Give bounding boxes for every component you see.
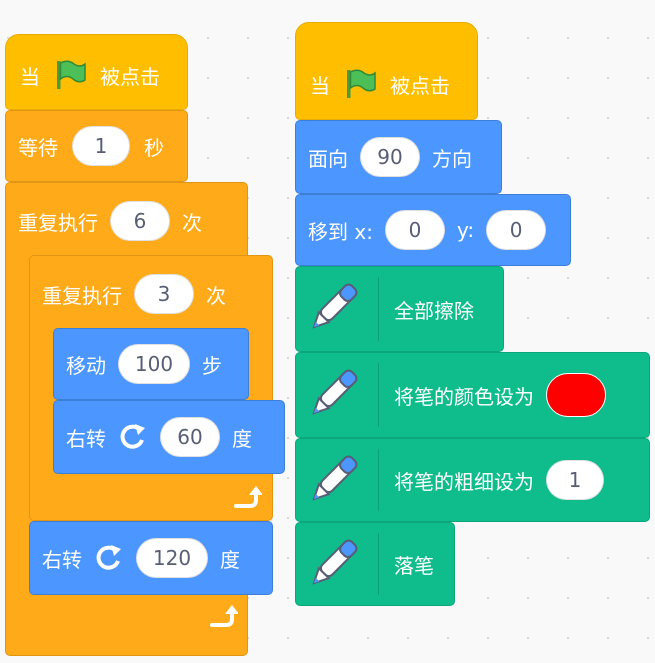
pen-down-block[interactable]: 落笔 <box>295 522 455 606</box>
green-flag-icon <box>52 57 88 93</box>
point-unit: 方向 <box>432 146 472 171</box>
when-flag-clicked-hat[interactable]: 当 被点击 <box>5 34 188 110</box>
pen-icon <box>312 455 358 501</box>
inner-repeat-unit: 次 <box>206 283 226 308</box>
move-steps-input[interactable]: 100 <box>118 344 190 384</box>
wait-unit: 秒 <box>144 135 164 160</box>
set-size-label: 将笔的粗细设为 <box>394 469 534 494</box>
rotate-right-icon <box>94 543 124 573</box>
wait-label: 等待 <box>18 135 58 160</box>
turn-label: 右转 <box>42 547 82 572</box>
separator <box>378 277 379 341</box>
turn-right-60-block[interactable]: 右转 60 度 <box>53 400 285 474</box>
inner-repeat-label: 重复执行 <box>42 283 122 308</box>
pen-color-swatch[interactable] <box>546 373 606 417</box>
turn-unit: 度 <box>220 547 240 572</box>
y-input[interactable]: 0 <box>486 210 547 250</box>
hat-suffix: 被点击 <box>100 64 160 89</box>
outer-repeat-unit: 次 <box>182 210 202 235</box>
goto-y-label: y: <box>456 218 475 242</box>
loop-arrow-icon <box>210 605 238 627</box>
turn-right-120-block[interactable]: 右转 120 度 <box>29 521 273 595</box>
pen-down-label: 落笔 <box>394 553 434 578</box>
outer-repeat-label: 重复执行 <box>18 210 98 235</box>
direction-input[interactable]: 90 <box>360 137 420 177</box>
set-color-label: 将笔的颜色设为 <box>394 384 534 409</box>
turn-degrees-input[interactable]: 120 <box>136 538 208 578</box>
set-pen-size-block[interactable]: 将笔的粗细设为 1 <box>295 438 650 522</box>
separator <box>378 363 379 427</box>
turn-degrees-input[interactable]: 60 <box>160 417 220 457</box>
inner-repeat-count-input[interactable]: 3 <box>134 274 194 314</box>
hat-prefix: 当 <box>20 64 40 89</box>
move-steps-block[interactable]: 移动 100 步 <box>53 328 249 400</box>
clear-label: 全部擦除 <box>394 298 474 323</box>
move-label: 移动 <box>66 353 106 378</box>
x-input[interactable]: 0 <box>384 210 445 250</box>
pen-icon <box>312 369 358 415</box>
separator <box>378 449 379 511</box>
wait-block[interactable]: 等待 1 秒 <box>5 110 188 182</box>
set-pen-color-block[interactable]: 将笔的颜色设为 <box>295 352 650 438</box>
pen-icon <box>312 283 358 329</box>
hat-prefix: 当 <box>310 73 330 98</box>
when-flag-clicked-hat[interactable]: 当 被点击 <box>295 22 478 120</box>
goto-xy-block[interactable]: 移到 x: 0 y: 0 <box>295 194 571 266</box>
loop-arrow-icon <box>234 486 262 508</box>
point-direction-block[interactable]: 面向 90 方向 <box>295 120 502 194</box>
rotate-right-icon <box>118 422 148 452</box>
outer-repeat-count-input[interactable]: 6 <box>110 201 170 241</box>
goto-label: 移到 x: <box>308 219 373 244</box>
wait-seconds-input[interactable]: 1 <box>72 126 130 166</box>
turn-unit: 度 <box>232 426 252 451</box>
separator <box>378 533 379 595</box>
hat-suffix: 被点击 <box>390 73 450 98</box>
pen-size-input[interactable]: 1 <box>546 460 604 500</box>
point-label: 面向 <box>308 146 348 171</box>
move-unit: 步 <box>202 353 222 378</box>
pen-icon <box>312 539 358 585</box>
green-flag-icon <box>342 66 378 102</box>
clear-all-block[interactable]: 全部擦除 <box>295 266 504 352</box>
turn-label: 右转 <box>66 426 106 451</box>
